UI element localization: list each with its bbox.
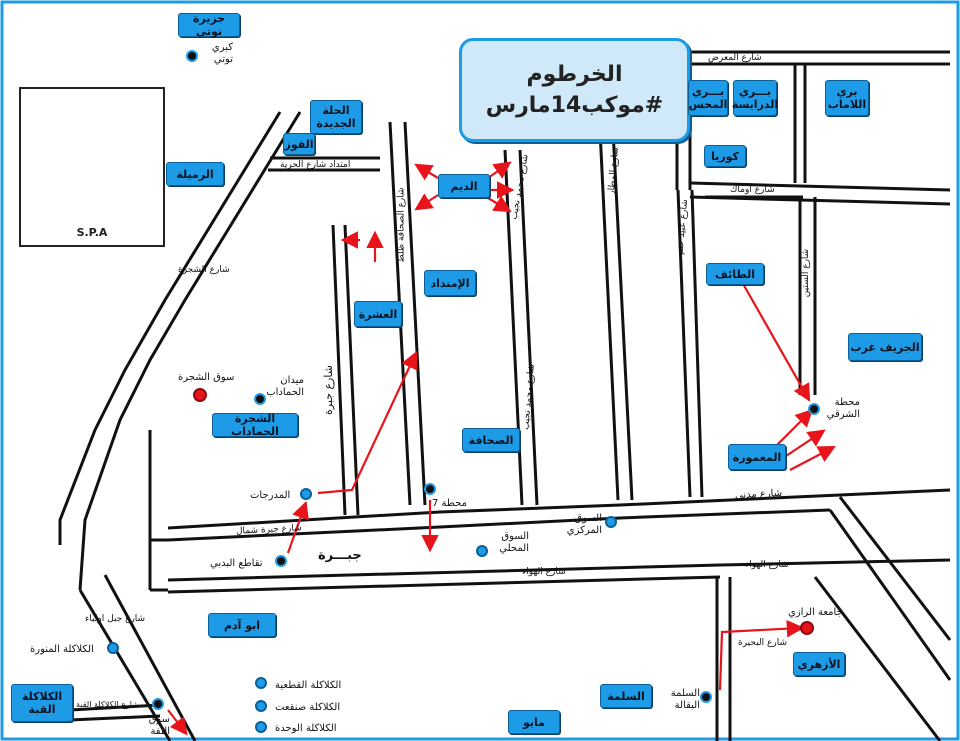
page-title: الخرطوم <box>526 62 623 87</box>
marker-tuti-bridge <box>186 50 198 62</box>
marker-kalakla-munawara <box>107 642 119 654</box>
place-local-market: السوق المحلي <box>499 531 529 554</box>
street-kalakla-gubba: شارع الكلاكلة القبة <box>76 700 139 709</box>
street-omak: شارع أوماك <box>730 185 775 195</box>
marker-central-market <box>605 516 617 528</box>
label-daim: الديم <box>438 174 490 198</box>
street-hawa-1: شارع الهواء <box>745 560 789 570</box>
label-taif: الطائف <box>706 263 764 285</box>
street-huriya-ext: امتداد شارع الحرية <box>280 160 351 170</box>
marker-salama-grocery <box>700 691 712 703</box>
street-shajara: شارع الشجرة <box>178 265 230 275</box>
place-central-market: السوق المركزي <box>566 513 602 536</box>
marker-razi-university <box>800 621 814 635</box>
street-jabal-awliya: شارع جبل اولياء <box>85 614 146 624</box>
place-salama-grocery: السلمة البقالة <box>670 688 700 711</box>
street-buhaira: شارع البحيرة <box>738 638 788 648</box>
marker-station7 <box>424 483 436 495</box>
place-hamadab-square: ميدان الحماداب <box>266 375 304 398</box>
page-subtitle: #موكب14مارس <box>485 93 664 118</box>
street-maarad: شارع المعرض <box>708 53 762 63</box>
label-imtidad: الإمتداد <box>424 270 476 296</box>
label-burri-lamab: بري اللاماب <box>825 80 869 116</box>
place-kalakla-qatiya: الكلاكلة القطعية <box>275 680 342 691</box>
street-jabra: شارع جبرة <box>321 365 335 415</box>
marker-sharqi-station <box>808 403 820 415</box>
label-ushara: العشرة <box>354 301 402 327</box>
marker-hamadab-square <box>254 393 266 405</box>
place-kalakla-munawara: الكلاكلة المنورة <box>30 644 94 655</box>
label-alfuz: الفوز <box>283 133 315 155</box>
label-sahafa: الصحافة <box>462 428 520 452</box>
label-new-hilla: الحلة الجديدة <box>310 100 362 134</box>
place-mudarrajat: المدرجات <box>250 490 291 501</box>
place-tuti-bridge: كبري توتي <box>211 42 233 65</box>
marker-mudarrajat <box>300 488 312 500</box>
label-shajara-hamadab: الشجرة الحماداب <box>212 412 298 438</box>
label-burri-draisa: بـــري الدرايسة <box>732 80 778 116</box>
street-hawa-2: شارع الهواء <box>522 567 566 577</box>
place-shajara-market: سوق الشجرة <box>178 372 235 383</box>
label-burri-mahas: بـــري المحس <box>688 80 728 116</box>
label-mayo: مايو <box>508 710 560 734</box>
street-sitteen: شارع الستين <box>801 248 812 298</box>
label-mamoura: المعمورة <box>728 444 786 470</box>
marker-lafa-market <box>152 698 164 710</box>
place-lafa-market: سوق اللفة <box>148 714 170 737</box>
place-jabra: جبـــرة <box>318 548 362 563</box>
street-sahafa-zalat: شارع الصحافة ظلط <box>396 187 407 263</box>
label-abu-adam: ابو آدم <box>208 613 276 637</box>
label-kalakla-gubba: الكلاكلة القبة <box>11 684 73 722</box>
place-badiya: تقاطع البدبي <box>210 558 263 569</box>
place-razi-university: جامعة الرازي <box>788 607 843 618</box>
marker-kalakla-wahda <box>255 721 267 733</box>
place-sharqi-station: محطة الشرقي <box>826 397 860 420</box>
marker-shajara-market <box>193 388 207 402</box>
title-box: الخرطوم #موكب14مارس <box>459 38 690 142</box>
place-kalakla-wahda: الكلاكلة الوحدة <box>275 723 337 734</box>
logo-abbr: S.P.A <box>76 226 108 239</box>
label-azhari: الأزهري <box>793 652 845 676</box>
label-salama: السلمة <box>600 684 652 708</box>
label-jareef-west: الجريف غرب <box>848 333 922 361</box>
label-korea: كوريا <box>704 145 746 167</box>
marker-badiya <box>275 555 287 567</box>
label-tuti-island: جزيرة توتي <box>178 12 240 38</box>
marker-local-market <box>476 545 488 557</box>
marker-kalakla-qatiya <box>255 677 267 689</box>
place-station7: محطة 7 <box>432 498 467 509</box>
logo: S.P.A <box>19 87 165 247</box>
place-kalakla-sanqat: الكلاكلة صنقعت <box>275 702 341 713</box>
marker-kalakla-sanqat <box>255 700 267 712</box>
label-rumaila: الرميلة <box>166 162 224 186</box>
march-arrows <box>167 161 836 736</box>
